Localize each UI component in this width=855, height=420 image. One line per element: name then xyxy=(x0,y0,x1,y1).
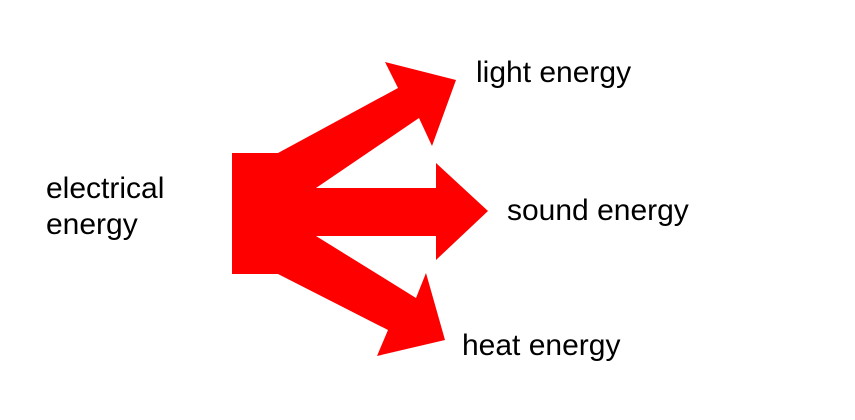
sound-energy-label: sound energy xyxy=(507,194,689,227)
sound-arrow xyxy=(278,163,488,260)
heat-energy-label: heat energy xyxy=(462,329,621,362)
source-label-line2: energy xyxy=(46,208,138,241)
electrical-energy-label: electrical energy xyxy=(46,171,164,243)
source-block xyxy=(232,153,278,274)
source-label-line1: electrical xyxy=(46,172,165,205)
light-energy-label: light energy xyxy=(476,56,632,89)
heat-arrow xyxy=(278,236,445,356)
light-arrow xyxy=(278,62,456,188)
